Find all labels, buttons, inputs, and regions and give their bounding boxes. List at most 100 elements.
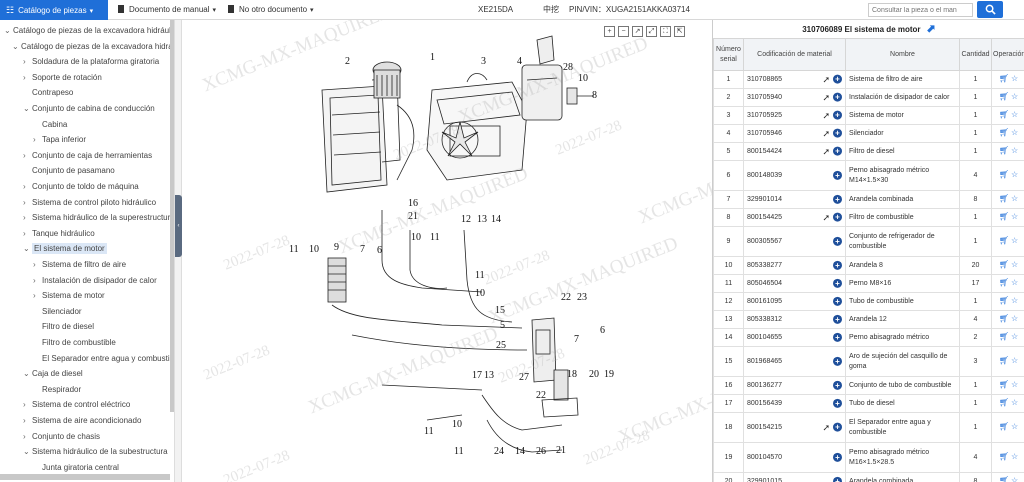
callout-number[interactable]: 13: [484, 370, 494, 381]
drill-down-icon[interactable]: ➚: [822, 92, 830, 103]
callout-number[interactable]: 20: [589, 369, 599, 380]
add-icon[interactable]: +: [833, 314, 842, 324]
chevron-right-icon[interactable]: ›: [23, 57, 26, 67]
callout-number[interactable]: 23: [577, 292, 587, 303]
cart-icon[interactable]: 🛒︎: [998, 260, 1009, 269]
callout-number[interactable]: 10: [452, 419, 462, 430]
tree-item[interactable]: Junta giratoria central: [33, 461, 119, 475]
star-icon[interactable]: ☆: [1010, 476, 1019, 482]
tree-item[interactable]: ›Sistema de motor: [33, 289, 105, 303]
chevron-right-icon[interactable]: ›: [23, 150, 26, 160]
star-icon[interactable]: ☆: [1010, 194, 1019, 203]
chevron-right-icon[interactable]: ›: [23, 197, 26, 207]
callout-number[interactable]: 22: [536, 390, 546, 401]
star-icon[interactable]: ☆: [1010, 332, 1019, 341]
callout-number[interactable]: 13: [477, 214, 487, 225]
sidebar-horizontal-scrollbar[interactable]: [0, 474, 170, 480]
cart-icon[interactable]: 🛒︎: [998, 236, 1009, 245]
cart-icon[interactable]: 🛒︎: [998, 380, 1009, 389]
tree-item[interactable]: ⌄Sistema hidráulico de la subestructura: [23, 445, 168, 459]
star-icon[interactable]: ☆: [1010, 452, 1019, 461]
callout-number[interactable]: 14: [491, 214, 501, 225]
callout-number[interactable]: 21: [408, 211, 418, 222]
drill-down-icon[interactable]: ➚: [822, 110, 830, 121]
callout-number[interactable]: 11: [475, 270, 485, 281]
go-up-icon[interactable]: ⬈: [926, 23, 936, 35]
callout-number[interactable]: 1: [430, 52, 435, 63]
add-icon[interactable]: +: [833, 194, 842, 204]
tree-item[interactable]: Filtro de diesel: [33, 320, 94, 334]
callout-number[interactable]: 25: [496, 340, 506, 351]
cart-icon[interactable]: 🛒︎: [998, 146, 1009, 155]
chevron-right-icon[interactable]: ›: [23, 213, 26, 223]
tree-item[interactable]: ›Sistema hidráulico de la superestructur…: [23, 211, 174, 225]
star-icon[interactable]: ☆: [1010, 128, 1019, 137]
tree-item[interactable]: ›Soldadura de la plataforma giratoria: [23, 55, 159, 69]
chevron-right-icon[interactable]: ›: [23, 182, 26, 191]
callout-number[interactable]: 18: [567, 369, 577, 380]
tree-item[interactable]: ⌄El sistema de motor: [23, 242, 107, 256]
add-icon[interactable]: +: [833, 398, 842, 408]
add-icon[interactable]: +: [833, 422, 842, 432]
search-input[interactable]: [868, 3, 973, 17]
callout-number[interactable]: 7: [360, 244, 365, 255]
callout-number[interactable]: 10: [578, 73, 588, 84]
reset-view-icon[interactable]: ⇱: [674, 26, 685, 37]
cart-icon[interactable]: 🛒︎: [998, 356, 1009, 365]
cart-icon[interactable]: 🛒︎: [998, 278, 1009, 287]
star-icon[interactable]: ☆: [1010, 92, 1019, 101]
sidebar-scrollbar[interactable]: [170, 20, 174, 412]
tree-item[interactable]: Respirador: [33, 383, 81, 397]
cart-icon[interactable]: 🛒︎: [998, 194, 1009, 203]
tree-item[interactable]: Cabina: [33, 118, 67, 132]
chevron-right-icon[interactable]: ›: [33, 291, 36, 301]
star-icon[interactable]: ☆: [1010, 74, 1019, 83]
add-icon[interactable]: +: [833, 332, 842, 342]
chevron-down-icon[interactable]: ⌄: [12, 41, 19, 51]
add-icon[interactable]: +: [833, 296, 842, 306]
callout-number[interactable]: 6: [377, 245, 382, 256]
chevron-right-icon[interactable]: ›: [33, 260, 36, 269]
chevron-down-icon[interactable]: ⌄: [23, 244, 30, 254]
chevron-down-icon[interactable]: ⌄: [23, 369, 30, 379]
star-icon[interactable]: ☆: [1010, 260, 1019, 269]
callout-number[interactable]: 2: [345, 56, 350, 67]
drill-down-icon[interactable]: ➚: [822, 74, 830, 85]
callout-number[interactable]: 11: [430, 232, 440, 243]
cart-icon[interactable]: 🛒︎: [998, 74, 1009, 83]
callout-number[interactable]: 22: [561, 292, 571, 303]
tree-item[interactable]: ›Instalación de disipador de calor: [33, 274, 157, 288]
zoom-in-icon[interactable]: +: [604, 26, 615, 37]
tree-item[interactable]: ›Conjunto de toldo de máquina: [23, 180, 139, 194]
callout-number[interactable]: 27: [519, 372, 529, 383]
collapse-sidebar-button[interactable]: ‹: [175, 195, 182, 257]
zoom-out-icon[interactable]: −: [618, 26, 629, 37]
cart-icon[interactable]: 🛒︎: [998, 128, 1009, 137]
callout-number[interactable]: 19: [604, 369, 614, 380]
callout-number[interactable]: 16: [408, 198, 418, 209]
drill-down-icon[interactable]: ➚: [822, 128, 830, 139]
tree-item[interactable]: ›Conjunto de caja de herramientas: [23, 149, 152, 163]
expand-icon[interactable]: ↗: [632, 26, 643, 37]
chevron-right-icon[interactable]: ›: [33, 135, 36, 145]
chevron-right-icon[interactable]: ›: [33, 275, 36, 285]
callout-number[interactable]: 5: [500, 320, 505, 331]
star-icon[interactable]: ☆: [1010, 380, 1019, 389]
fit-icon[interactable]: ⤢: [646, 26, 657, 37]
star-icon[interactable]: ☆: [1010, 398, 1019, 407]
cart-icon[interactable]: 🛒︎: [998, 476, 1009, 482]
add-icon[interactable]: +: [833, 110, 842, 120]
